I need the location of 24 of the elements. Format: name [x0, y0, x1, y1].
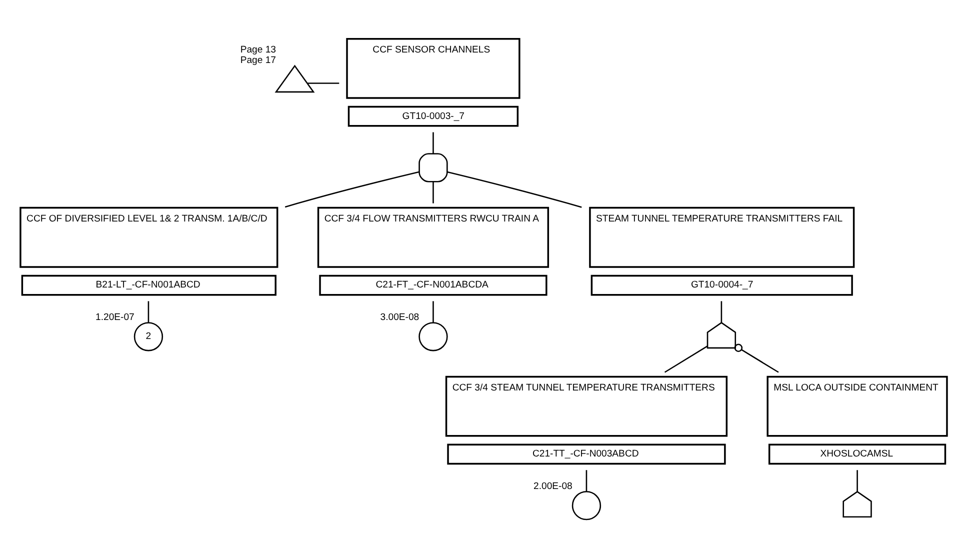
node-label: 1.20E-07: [96, 312, 134, 323]
node-or-gate: [706, 322, 736, 349]
node-label: Page 17: [240, 55, 276, 66]
node-circle: [572, 491, 602, 520]
connector: [856, 470, 858, 492]
node-circle: 2: [134, 322, 164, 352]
connector: [734, 344, 779, 373]
connector: [307, 82, 340, 84]
connector: [432, 182, 434, 204]
connector: [720, 301, 722, 322]
node-label: 3.00E-08: [380, 312, 420, 323]
connector: [664, 346, 708, 373]
connector: [432, 132, 434, 154]
connector: [586, 470, 588, 492]
node-circle: [418, 322, 448, 352]
node-house: [842, 490, 872, 518]
connector: [148, 301, 150, 322]
connector: [432, 301, 434, 322]
connector: [447, 171, 582, 208]
connector: [284, 171, 420, 208]
node-triangle: [274, 64, 315, 93]
node-and-gate: [418, 153, 448, 182]
node-label: 2.00E-08: [534, 480, 572, 492]
node-label: Page 13: [240, 44, 276, 56]
